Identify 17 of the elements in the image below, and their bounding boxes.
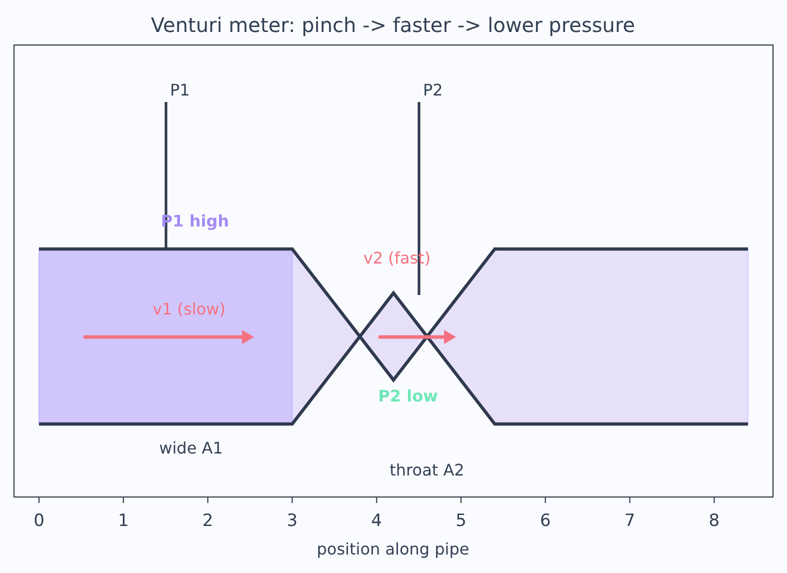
tick-label: 6 — [540, 510, 551, 532]
probe-label: P2 — [423, 80, 443, 100]
tick-label: 7 — [624, 510, 636, 532]
tick-label: 0 — [34, 510, 44, 532]
chart-title: Venturi meter: pinch -> faster -> lower pressure — [150, 13, 636, 37]
tick-label: 2 — [202, 510, 214, 532]
tick-label: 1 — [118, 510, 129, 532]
tick-label: 8 — [708, 510, 720, 532]
axis-title: position along pipe — [316, 539, 470, 559]
area-label: throat A2 — [390, 460, 464, 480]
pressure-label: P2 low — [378, 386, 438, 406]
area-label: wide A1 — [159, 438, 223, 458]
probe-label: P1 — [170, 80, 190, 100]
tick-label: 3 — [286, 510, 298, 532]
tick-label: 5 — [456, 510, 466, 532]
velocity-label: v1 (slow) — [152, 299, 226, 319]
tick-label: 4 — [371, 510, 382, 532]
